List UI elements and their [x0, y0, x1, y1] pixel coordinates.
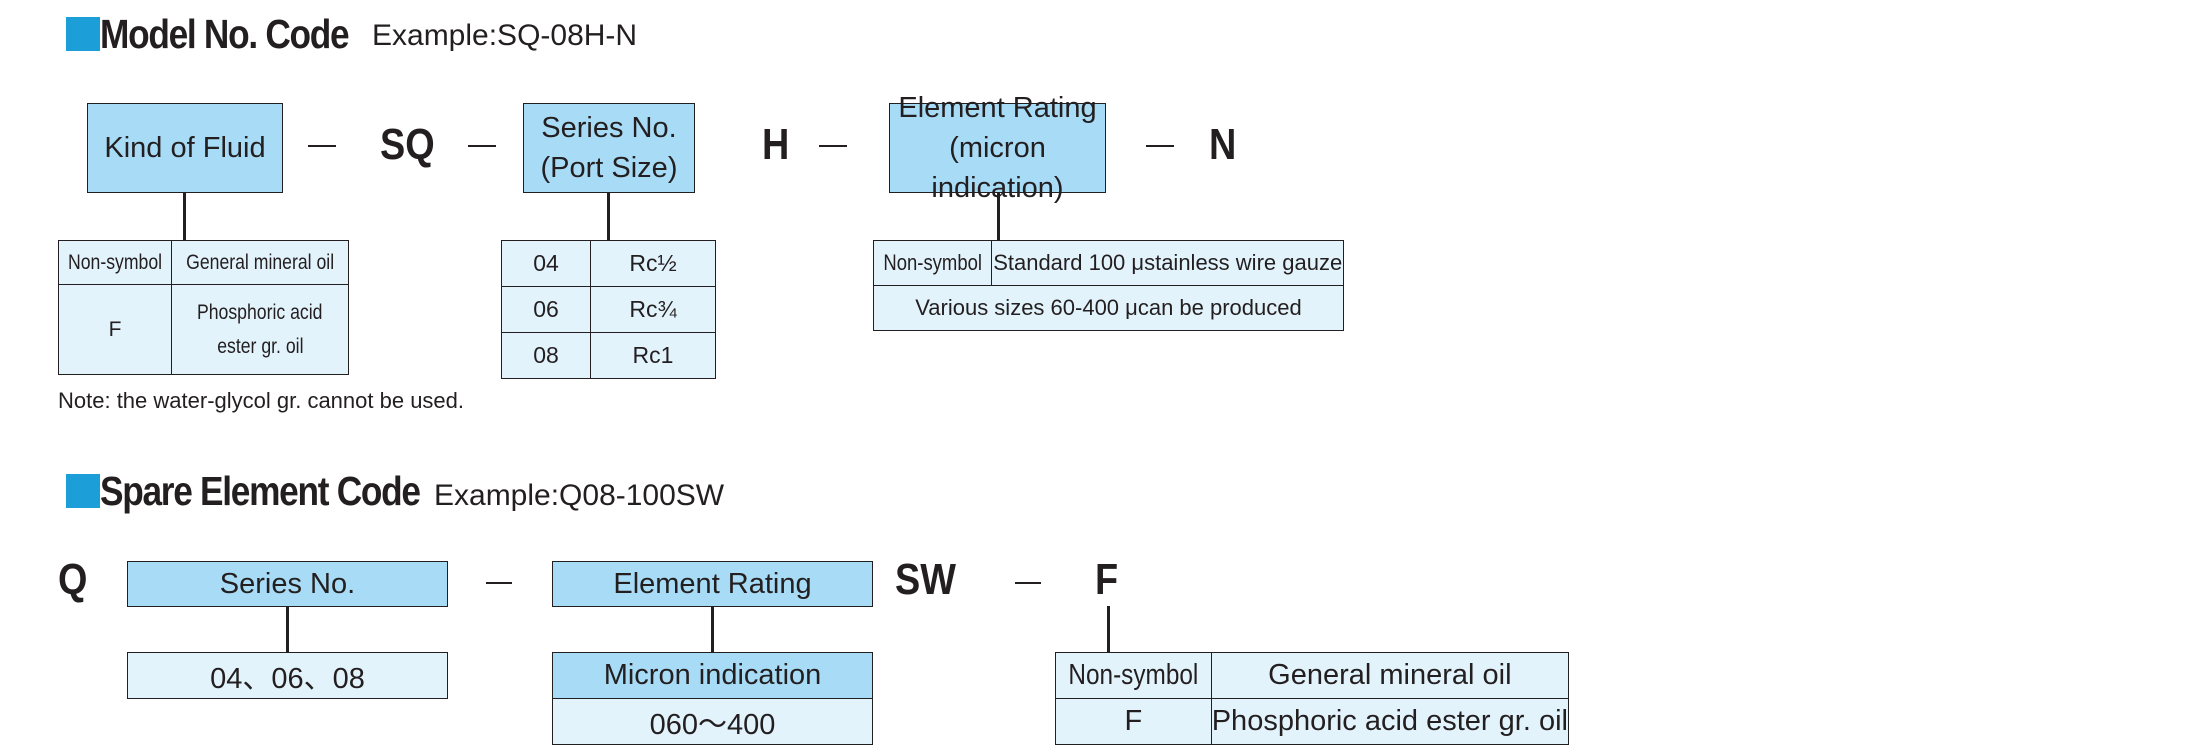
spare-series-no-box: Series No.: [127, 561, 448, 607]
dash-4: [1146, 145, 1174, 147]
series-table: 04 Rc½ 06 Rc¾ 08 Rc1: [501, 240, 716, 379]
element-rating-box-line1: Element Rating: [898, 92, 1097, 124]
spare-series-values-cell: 04、06、08: [127, 652, 448, 699]
fluid-desc-cell: General mineral oil: [171, 240, 350, 285]
connector-rating: [997, 193, 1000, 240]
element-rating-box: Element Rating (micron indication): [889, 92, 1106, 204]
connector-series: [607, 193, 610, 240]
section-marker-spare: [66, 474, 100, 508]
dash-1: [308, 145, 336, 147]
spare-rating-table: Micron indication 060～400: [552, 652, 873, 745]
table-row: Non-symbol General mineral oil: [57, 240, 350, 285]
code-f: F: [1095, 555, 1119, 604]
dash-5: [486, 582, 512, 584]
table-row: F Phosphoric acid ester gr. oil: [57, 284, 350, 375]
spare-fluid-desc-cell: Phosphoric acid ester gr. oil: [1210, 698, 1569, 745]
spare-fluid-symbol-cell: Non-symbol: [1055, 652, 1212, 699]
port-size-cell: Rc½: [590, 240, 716, 287]
connector-spare-series: [286, 607, 289, 652]
rating-desc-cell: Standard 100 μstainless wire gauze: [991, 240, 1344, 286]
code-n: N: [1209, 120, 1237, 169]
micron-range-cell: 060～400: [552, 698, 873, 745]
spare-element-rating-box: Element Rating: [552, 561, 873, 607]
code-h: H: [762, 120, 790, 169]
series-no-box-line2: (Port Size): [540, 152, 678, 184]
connector-spare-rating: [711, 607, 714, 652]
connector-spare-fluid: [1107, 606, 1110, 653]
table-row: Various sizes 60-400 μcan be produced: [873, 285, 1344, 331]
fluid-symbol-cell: Non-symbol: [57, 240, 173, 285]
fluid-desc-cell: Phosphoric acid ester gr. oil: [171, 284, 350, 375]
table-row: Non-symbol General mineral oil: [1055, 652, 1569, 699]
spare-fluid-table: Non-symbol General mineral oil F Phospho…: [1055, 652, 1569, 745]
element-rating-box-line2: (micron indication): [931, 132, 1064, 204]
model-code-example: Example:SQ-08H-N: [372, 19, 638, 52]
section-marker-model: [66, 17, 100, 51]
port-size-cell: Rc1: [590, 332, 716, 379]
table-row: F Phosphoric acid ester gr. oil: [1055, 698, 1569, 745]
spare-fluid-desc-cell: General mineral oil: [1210, 652, 1569, 699]
spare-code-title: Spare Element Code: [100, 468, 421, 514]
spare-series-table: 04、06、08: [127, 652, 448, 699]
table-row: 04、06、08: [127, 652, 448, 699]
code-q: Q: [58, 555, 88, 604]
kind-of-fluid-box: Kind of Fluid: [87, 103, 283, 193]
spare-code-example: Example:Q08-100SW: [434, 479, 725, 512]
note-text: Note: the water-glycol gr. cannot be use…: [58, 388, 465, 413]
rating-table: Non-symbol Standard 100 μstainless wire …: [872, 240, 1344, 331]
series-no-cell: 04: [501, 240, 591, 287]
dash-6: [1015, 582, 1041, 584]
table-row: 04 Rc½: [501, 240, 716, 287]
table-row: Non-symbol Standard 100 μstainless wire …: [872, 240, 1344, 286]
dash-2: [468, 145, 496, 147]
dash-3: [819, 145, 847, 147]
port-size-cell: Rc¾: [590, 286, 716, 333]
series-no-box-line1: Series No.: [541, 112, 677, 144]
table-row: 06 Rc¾: [501, 286, 716, 333]
spare-fluid-symbol-cell: F: [1055, 698, 1212, 745]
table-row: 08 Rc1: [501, 332, 716, 379]
code-sq: SQ: [380, 120, 435, 169]
fluid-table: Non-symbol General mineral oil F Phospho…: [57, 240, 350, 375]
rating-symbol-cell: Non-symbol: [872, 240, 993, 286]
model-code-title: Model No. Code: [100, 11, 350, 57]
series-no-box: Series No. (Port Size): [523, 103, 695, 193]
rating-note-cell: Various sizes 60-400 μcan be produced: [873, 285, 1344, 331]
connector-fluid: [183, 193, 186, 240]
table-row: 060～400: [552, 698, 873, 745]
fluid-symbol-cell: F: [57, 284, 173, 375]
code-sw: SW: [895, 555, 956, 604]
series-no-cell: 06: [501, 286, 591, 333]
table-row: Micron indication: [552, 652, 873, 699]
series-no-cell: 08: [501, 332, 591, 379]
micron-indication-header: Micron indication: [552, 652, 873, 699]
